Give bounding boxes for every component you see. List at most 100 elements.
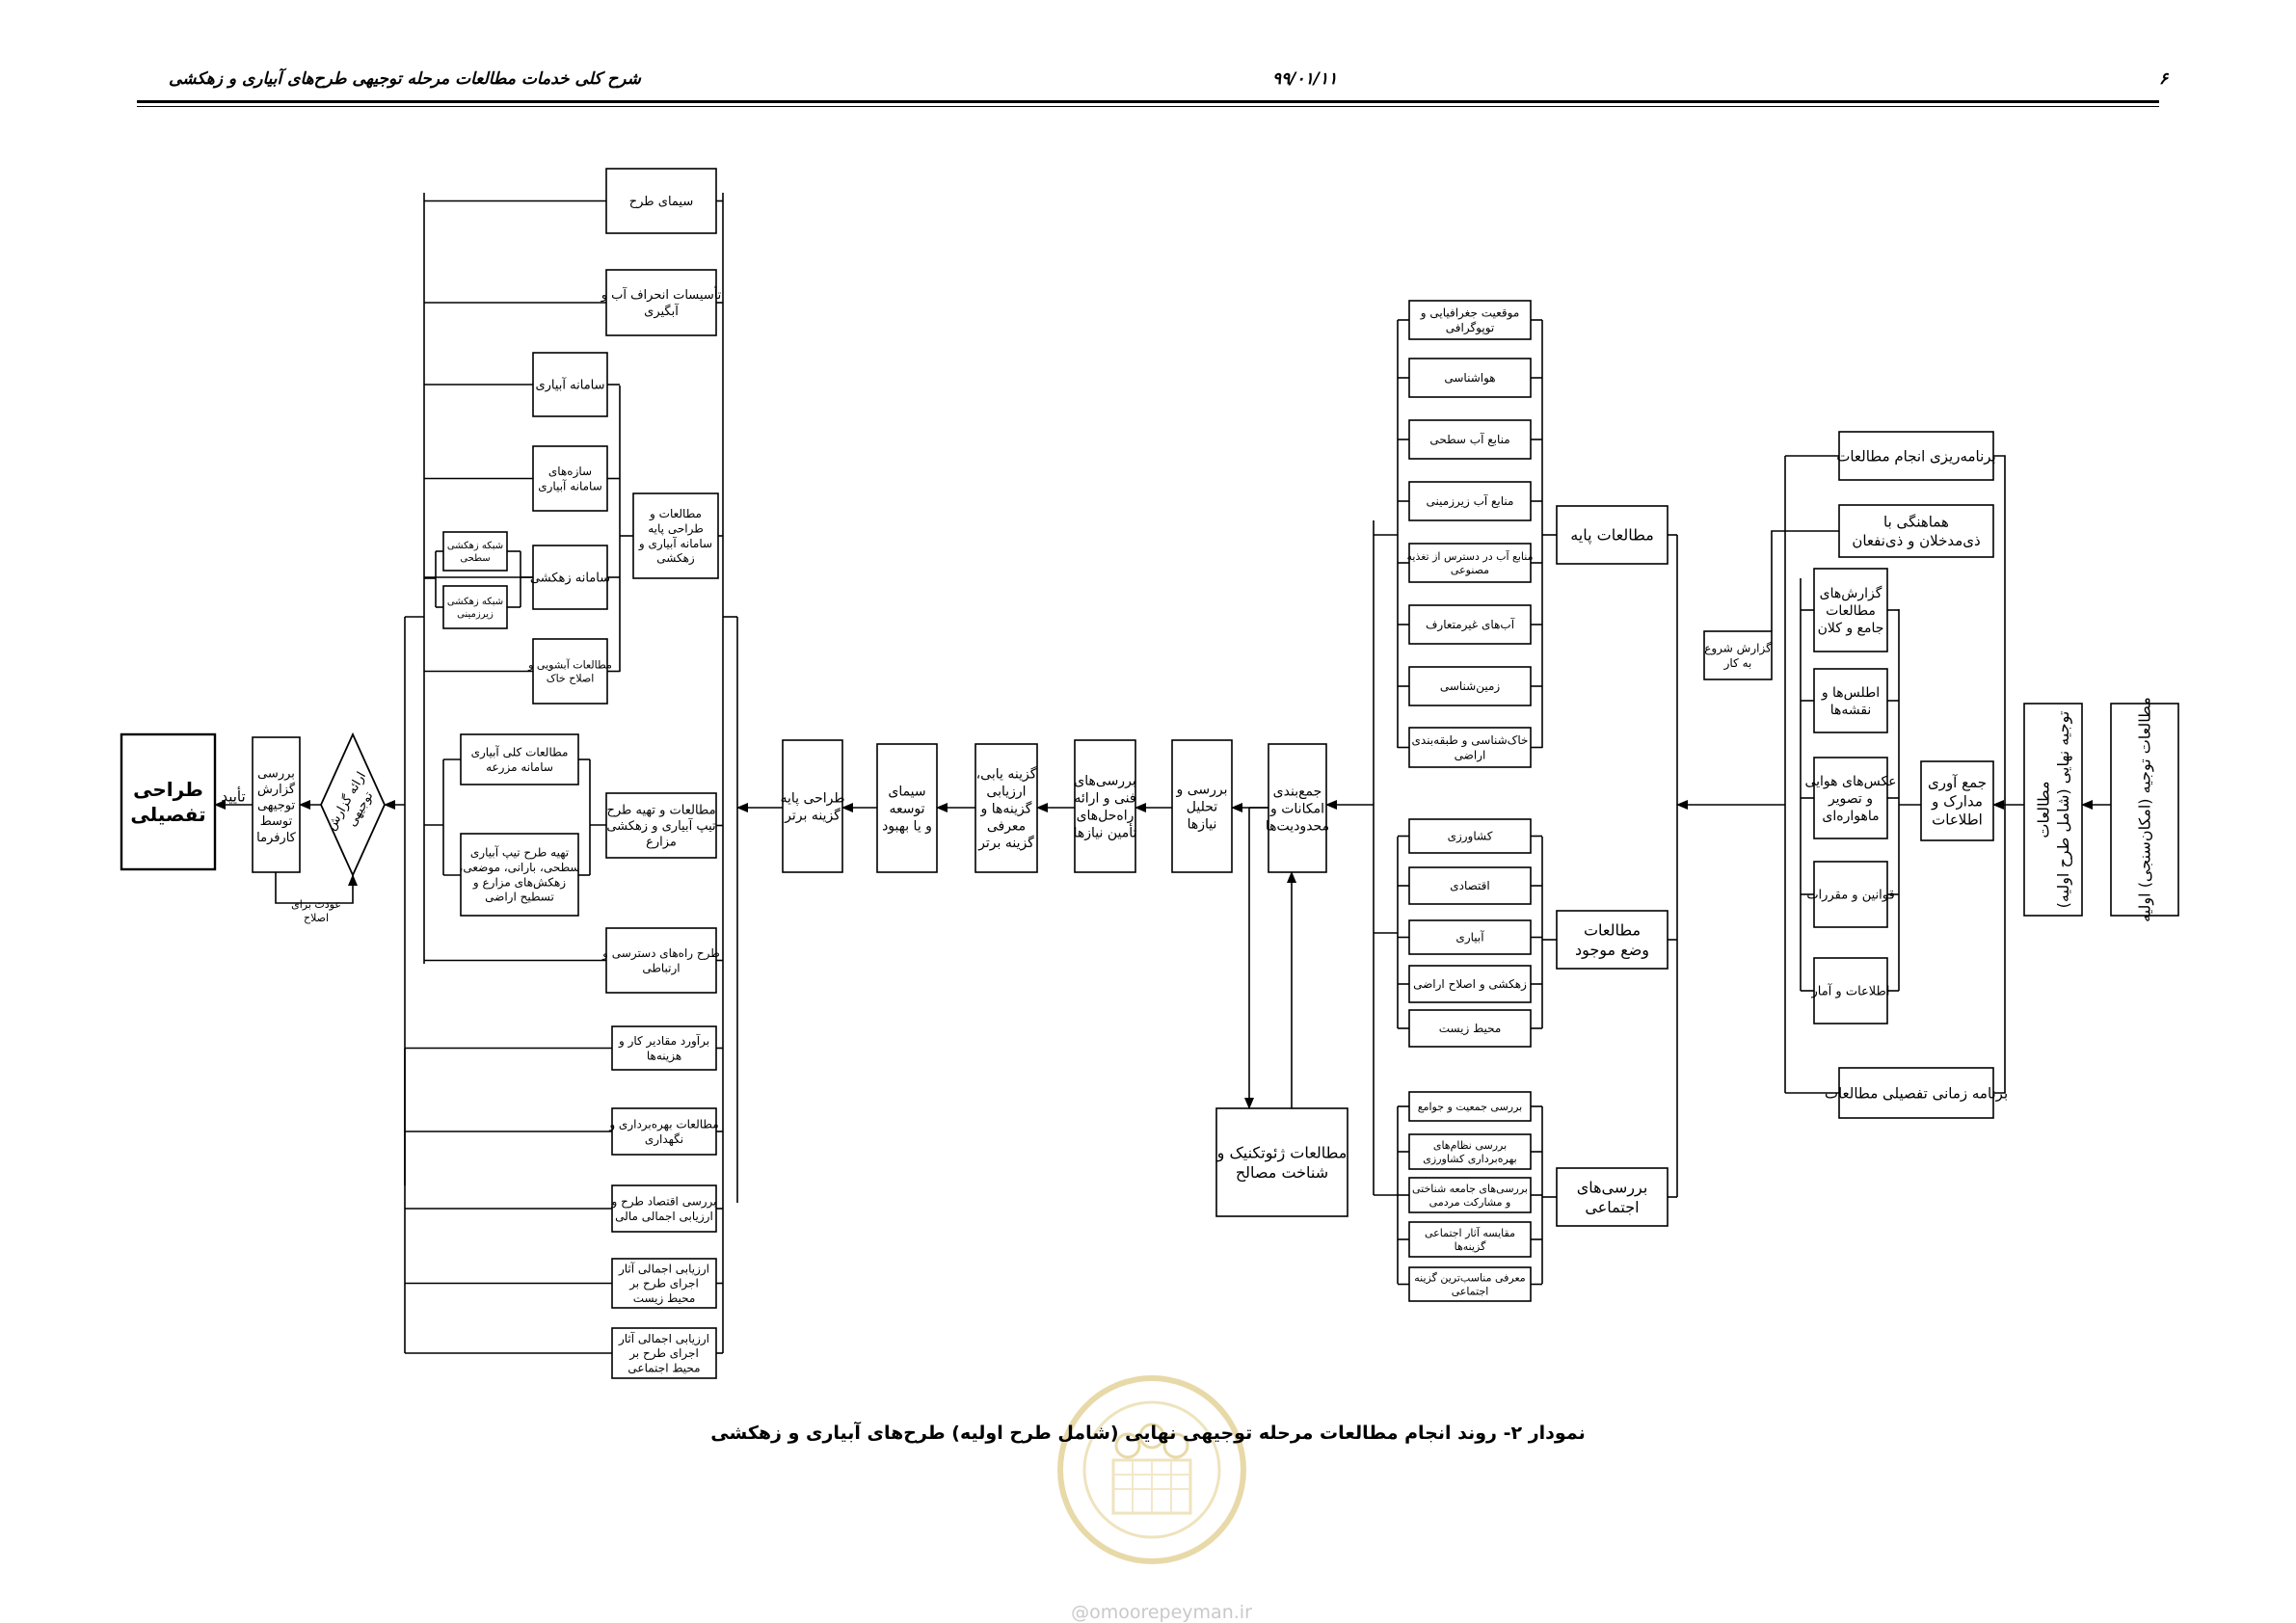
node-box-d3b: [532, 445, 608, 512]
node-n1: مطالعات توجیه (امکان‌سنجی) اولیه: [2110, 697, 2179, 922]
node-d3c: سامانه زهکشی: [530, 545, 610, 610]
node-box-e3: [1408, 919, 1532, 955]
node-box-d4a: [460, 733, 579, 785]
node-e3: آبیاری: [1408, 919, 1532, 955]
node-r5: اطلاعات و آمار: [1810, 957, 1890, 1024]
node-box-d4b: [460, 833, 579, 917]
node-box-k1: [611, 1025, 717, 1071]
watermark-text: @omoorepeyman.ir: [1071, 1602, 1252, 1623]
label-approve: تأیید: [221, 785, 245, 805]
node-box-b6: [1408, 604, 1532, 645]
node-box-b8: [1408, 727, 1532, 768]
node-box-d4: [605, 792, 717, 859]
node-box-p2: [1838, 504, 1994, 558]
node-label-b7: زمین‌شناسی: [1440, 679, 1501, 694]
node-box-d3c2: [442, 585, 508, 629]
node-b2: هواشناسی: [1408, 358, 1532, 398]
node-box-c5: [876, 743, 938, 873]
node-box-k3: [611, 1184, 717, 1233]
node-e2: اقتصادی: [1408, 866, 1532, 905]
header-rule: [137, 100, 2159, 103]
node-label-e5: محیط زیست: [1439, 1022, 1502, 1036]
node-b4: منابع آب زیرزمینی: [1408, 481, 1532, 521]
decision-diamond: [320, 732, 386, 878]
node-box-r3: [1813, 757, 1888, 839]
node-e1: کشاورزی: [1408, 818, 1532, 854]
node-box-r5: [1813, 957, 1888, 1024]
node-p3: برنامه زمانی تفصیلی مطالعات: [1825, 1067, 2008, 1119]
node-b6: آب‌های غیرمتعارف: [1408, 604, 1532, 645]
node-label-p3: برنامه زمانی تفصیلی مطالعات: [1825, 1084, 2008, 1102]
node-box-n1: [2110, 703, 2179, 917]
node-label-n2: مطالعاتتوجیه نهایی (شامل طرح اولیه): [2034, 711, 2072, 909]
node-box-s4: [1408, 1221, 1532, 1258]
node-box-c6: [782, 739, 843, 873]
node-label-n1: مطالعات توجیه (امکان‌سنجی) اولیه: [2136, 697, 2155, 922]
arrow-return: [275, 872, 358, 904]
node-label-d3a: سامانه آبیاری: [535, 377, 604, 393]
header-date: ۹۹/۰۱/۱۱: [1272, 69, 1338, 89]
node-label-r5: اطلاعات و آمار: [1810, 983, 1889, 999]
node-e4: زهکشی و اصلاح اراضی: [1408, 965, 1532, 1003]
node-box-rep: [1703, 630, 1773, 680]
node-box-d2: [605, 269, 717, 336]
node-box-b7: [1408, 666, 1532, 706]
page-number: ۶: [2159, 69, 2169, 89]
node-box-c4: [974, 743, 1038, 873]
diagram-boxes: مطالعات توجیه (امکان‌سنجی) اولیه مطالعاتت…: [120, 168, 2179, 1379]
node-box-b1: [1408, 300, 1532, 340]
watermark-seal: [1057, 1375, 1246, 1564]
node-label-e1: کشاورزی: [1448, 830, 1493, 844]
link-p2-rep: [1771, 530, 1785, 631]
header-title: شرح کلی خدمات مطالعات مرحله توجیهی طرح‌ه…: [169, 69, 641, 89]
node-label-b4: منابع آب زیرزمینی: [1427, 493, 1514, 509]
node-box-n3: [1920, 760, 1994, 841]
node-box-s2: [1408, 1133, 1532, 1170]
